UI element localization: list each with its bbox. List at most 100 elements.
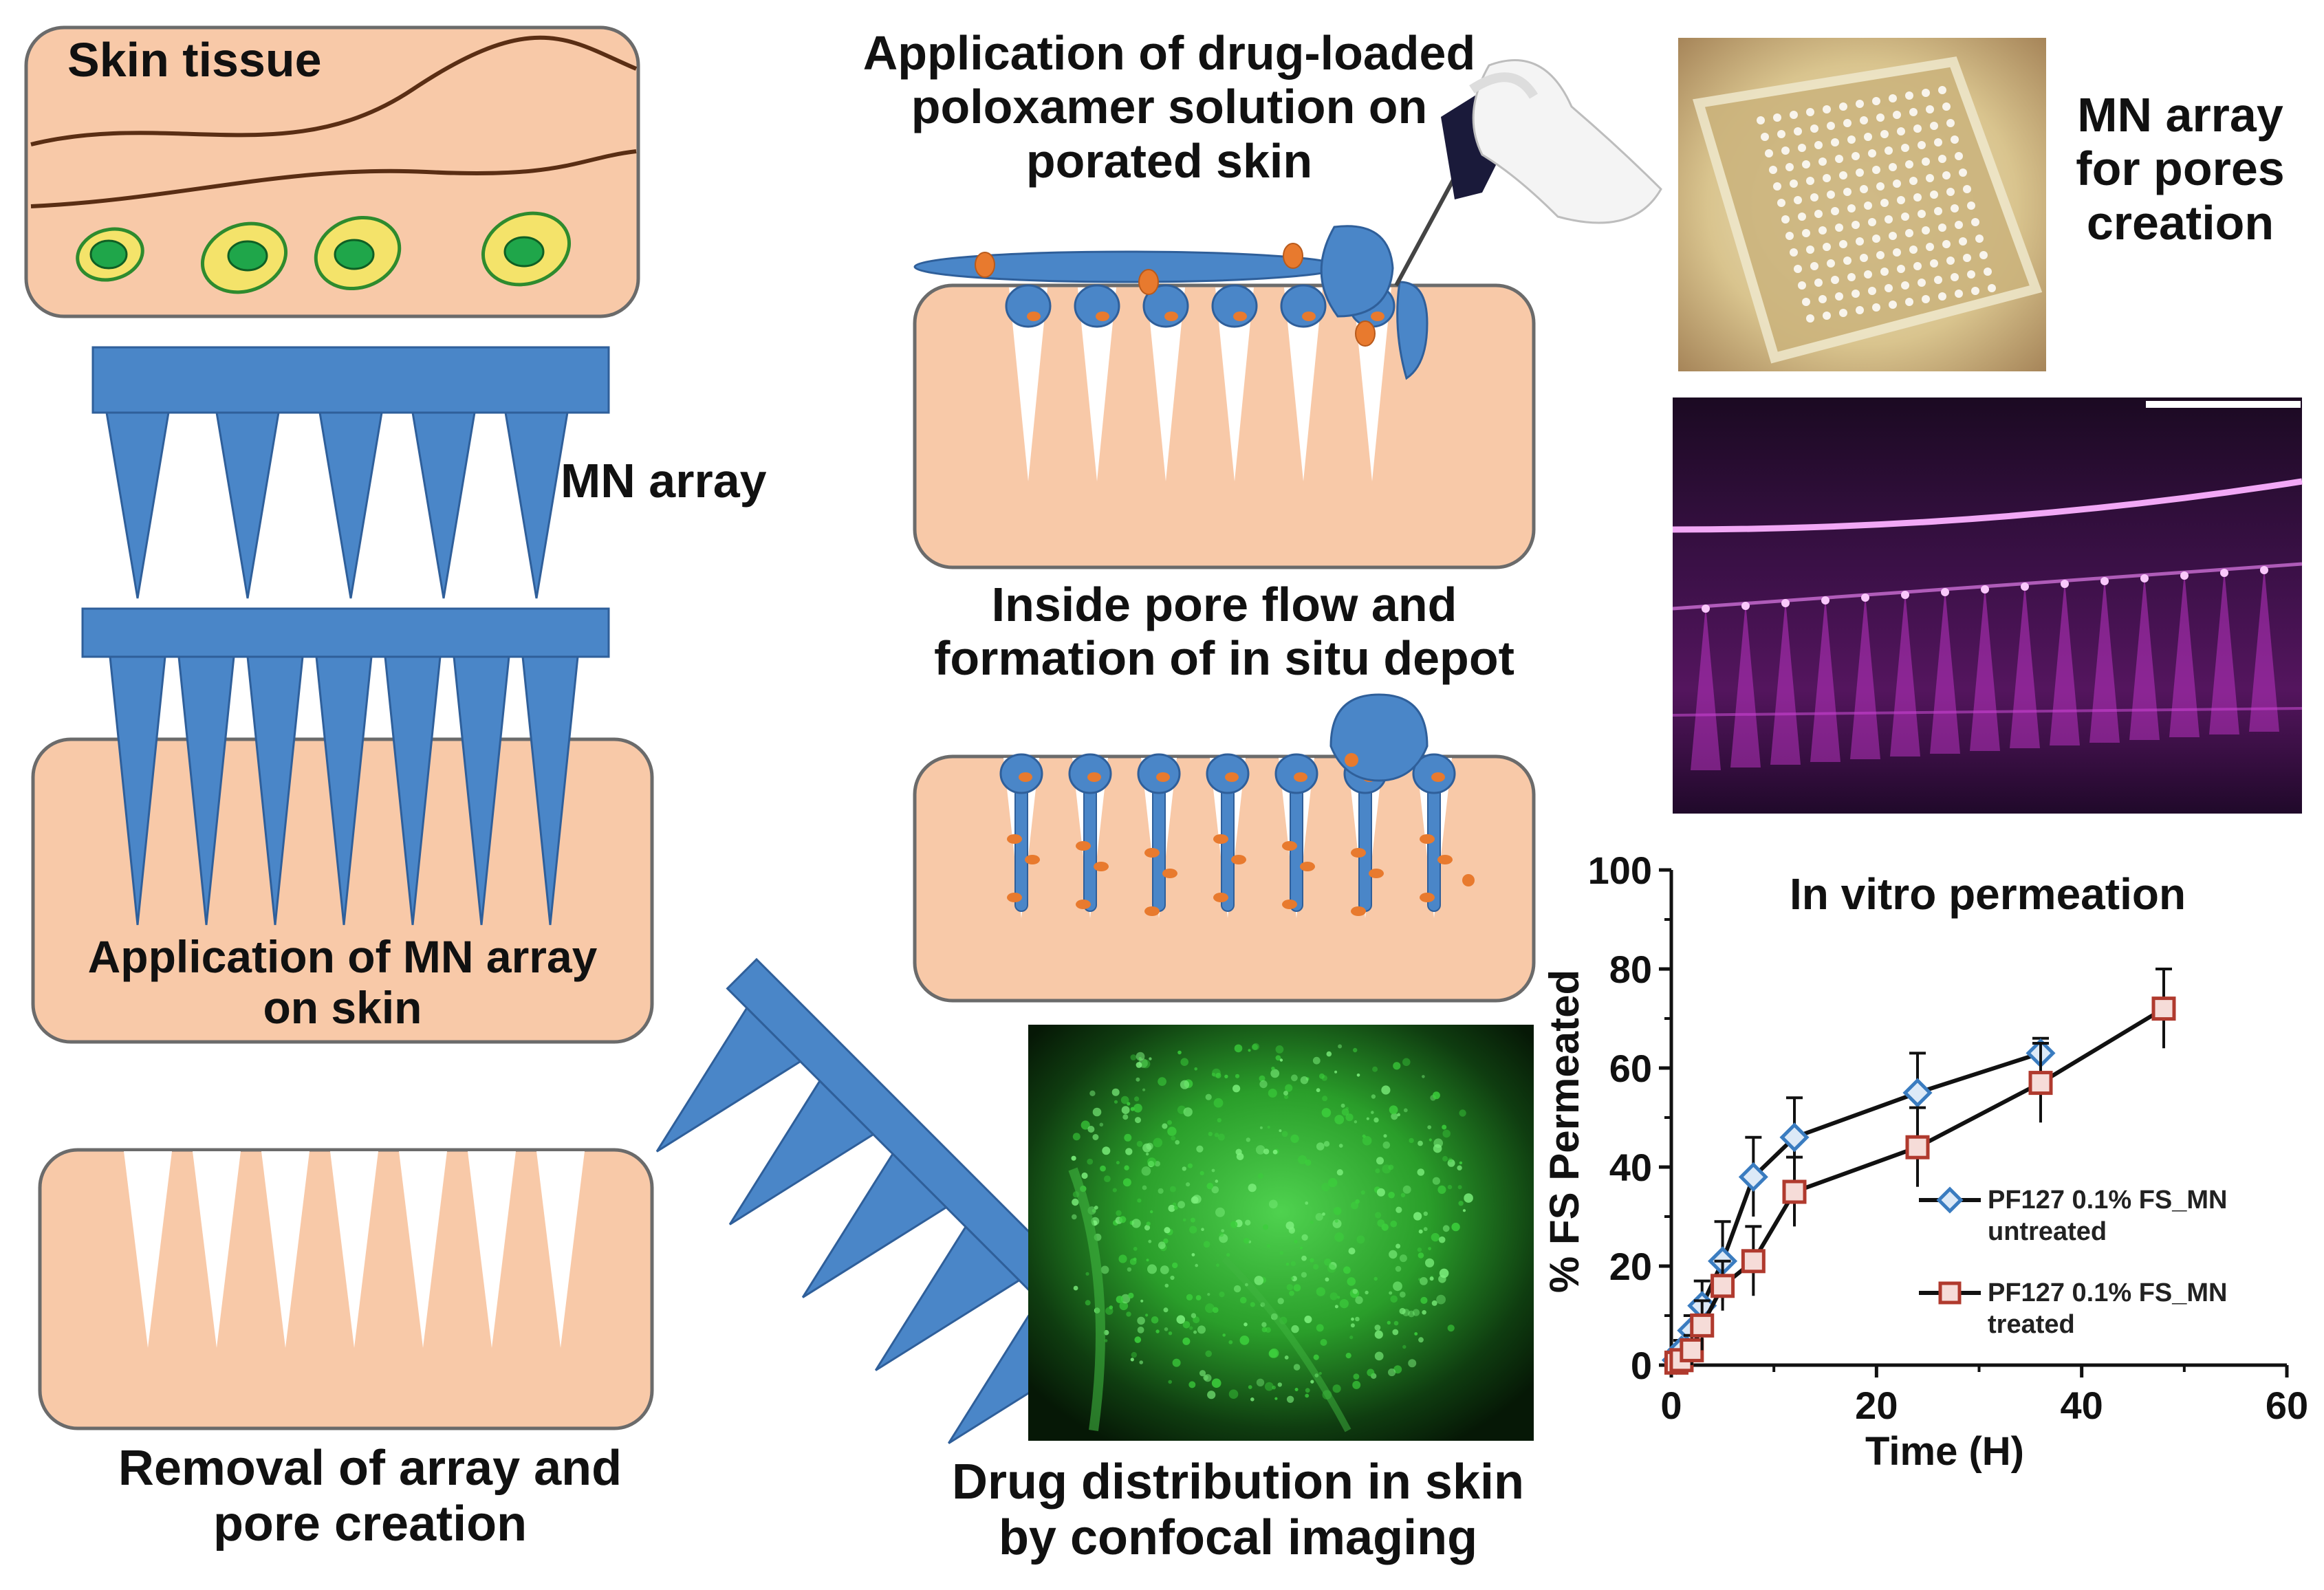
microneedle-dot bbox=[1975, 235, 1984, 243]
confocal-speck bbox=[1274, 1397, 1278, 1400]
confocal-speck bbox=[1164, 1327, 1169, 1331]
confocal-speck bbox=[1448, 1157, 1453, 1163]
confocal-speck bbox=[1387, 1320, 1391, 1325]
confocal-speck bbox=[1087, 1126, 1095, 1133]
confocal-speck bbox=[1205, 1303, 1215, 1314]
confocal-speck bbox=[1355, 1199, 1360, 1204]
microneedle-dot bbox=[1872, 166, 1880, 174]
confocal-speck bbox=[1371, 1111, 1374, 1114]
confocal-speck bbox=[1279, 1251, 1284, 1255]
microneedle-dot bbox=[1810, 193, 1818, 202]
microneedle-dot bbox=[1946, 119, 1955, 127]
confocal-speck bbox=[1333, 1207, 1342, 1215]
x-tick-label: 60 bbox=[2266, 1384, 2308, 1427]
confocal-speck bbox=[1345, 1353, 1351, 1359]
confocal-speck bbox=[1365, 1290, 1369, 1295]
microneedle-dot bbox=[1889, 232, 1897, 240]
confocal-speck bbox=[1322, 1212, 1325, 1216]
oct-pore-signal bbox=[1970, 586, 2000, 751]
confocal-speck bbox=[1431, 1300, 1437, 1306]
confocal-speck bbox=[1131, 1351, 1138, 1358]
confocal-speck bbox=[1191, 1253, 1195, 1256]
confocal-speck bbox=[1356, 1235, 1365, 1244]
confocal-speck bbox=[1261, 1327, 1268, 1333]
microneedle-dot bbox=[1757, 116, 1765, 124]
confocal-speck bbox=[1071, 1155, 1076, 1161]
confocal-speck bbox=[1111, 1088, 1120, 1096]
confocal-speck bbox=[1102, 1146, 1111, 1155]
microneedle-dot bbox=[1856, 168, 1864, 177]
skin-pore bbox=[1215, 287, 1254, 481]
microneedle-dot bbox=[1963, 185, 1971, 193]
pore-creation-panel bbox=[38, 1148, 654, 1430]
confocal-image bbox=[1028, 1025, 1534, 1441]
label-mn-pores-line3: creation bbox=[2086, 195, 2274, 250]
confocal-speck bbox=[1134, 1096, 1140, 1102]
microneedle-dot bbox=[1880, 268, 1889, 276]
confocal-speck bbox=[1318, 1073, 1325, 1079]
confocal-speck bbox=[1186, 1294, 1193, 1301]
inserted-needles bbox=[109, 655, 579, 926]
confocal-speck bbox=[1340, 1103, 1345, 1108]
mn-needle bbox=[215, 411, 280, 599]
microneedle-dot bbox=[1934, 276, 1942, 284]
confocal-speck bbox=[1376, 1188, 1385, 1197]
confocal-speck bbox=[1285, 1221, 1294, 1230]
legend-label: PF127 0.1% FS_MN bbox=[1988, 1186, 2227, 1215]
confocal-speck bbox=[1119, 1216, 1127, 1223]
confocal-speck bbox=[1381, 1085, 1391, 1095]
confocal-speck bbox=[1199, 1370, 1206, 1377]
skin-pore bbox=[1009, 287, 1047, 481]
confocal-speck bbox=[1313, 1354, 1319, 1360]
microneedle-dot bbox=[1868, 218, 1876, 226]
label-removal-line1: Removal of array and bbox=[118, 1441, 622, 1496]
confocal-speck bbox=[1118, 1254, 1127, 1263]
confocal-speck bbox=[1261, 1322, 1267, 1327]
microneedle-dot bbox=[1802, 229, 1810, 237]
oct-pore-signal bbox=[2089, 578, 2120, 743]
confocal-speck bbox=[1125, 1148, 1133, 1155]
microneedle-dot bbox=[1843, 257, 1851, 265]
microneedle-dot bbox=[1938, 86, 1946, 94]
confocal-speck bbox=[1321, 1108, 1332, 1118]
microneedle-dot bbox=[1889, 301, 1897, 309]
confocal-speck bbox=[1457, 1185, 1462, 1190]
microneedle-dot bbox=[1897, 196, 1905, 204]
confocal-speck bbox=[1191, 1313, 1197, 1318]
drug-particle bbox=[1355, 320, 1376, 347]
microneedle-dot bbox=[1864, 270, 1872, 279]
confocal-speck bbox=[1447, 1184, 1453, 1190]
confocal-speck bbox=[1239, 1296, 1247, 1304]
skin-pore bbox=[261, 1151, 309, 1348]
confocal-speck bbox=[1376, 1157, 1384, 1165]
confocal-speck bbox=[1334, 1219, 1338, 1223]
microneedle-dot bbox=[1802, 298, 1810, 306]
confocal-speck bbox=[1353, 1373, 1360, 1380]
confocal-speck bbox=[1438, 1275, 1446, 1283]
confocal-speck bbox=[1133, 1247, 1138, 1251]
confocal-speck bbox=[1283, 1091, 1288, 1096]
confocal-speck bbox=[1316, 1142, 1325, 1151]
skin-pore bbox=[1284, 287, 1323, 481]
confocal-speck bbox=[1235, 1074, 1240, 1078]
confocal-speck bbox=[1121, 1106, 1130, 1114]
microneedle-dot bbox=[1938, 155, 1946, 163]
skin-pore bbox=[1078, 287, 1116, 481]
microneedle-dot bbox=[1930, 190, 1938, 199]
drug-particle bbox=[1087, 772, 1101, 782]
confocal-speck bbox=[1187, 1163, 1193, 1168]
microneedle-dot bbox=[1864, 133, 1872, 141]
microneedle-dot bbox=[1942, 240, 1951, 248]
mn-needle bbox=[504, 411, 569, 599]
confocal-speck bbox=[1205, 1093, 1212, 1100]
confocal-speck bbox=[1190, 1217, 1195, 1223]
legend-label: PF127 0.1% FS_MN bbox=[1988, 1278, 2227, 1307]
confocal-speck bbox=[1203, 1241, 1210, 1248]
confocal-speck bbox=[1305, 1393, 1310, 1398]
depot-bead bbox=[1280, 284, 1327, 328]
confocal-speck bbox=[1362, 1135, 1372, 1146]
confocal-speck bbox=[1298, 1155, 1307, 1164]
mn-array-photo bbox=[1678, 38, 2046, 371]
drug-particle bbox=[1233, 312, 1247, 321]
